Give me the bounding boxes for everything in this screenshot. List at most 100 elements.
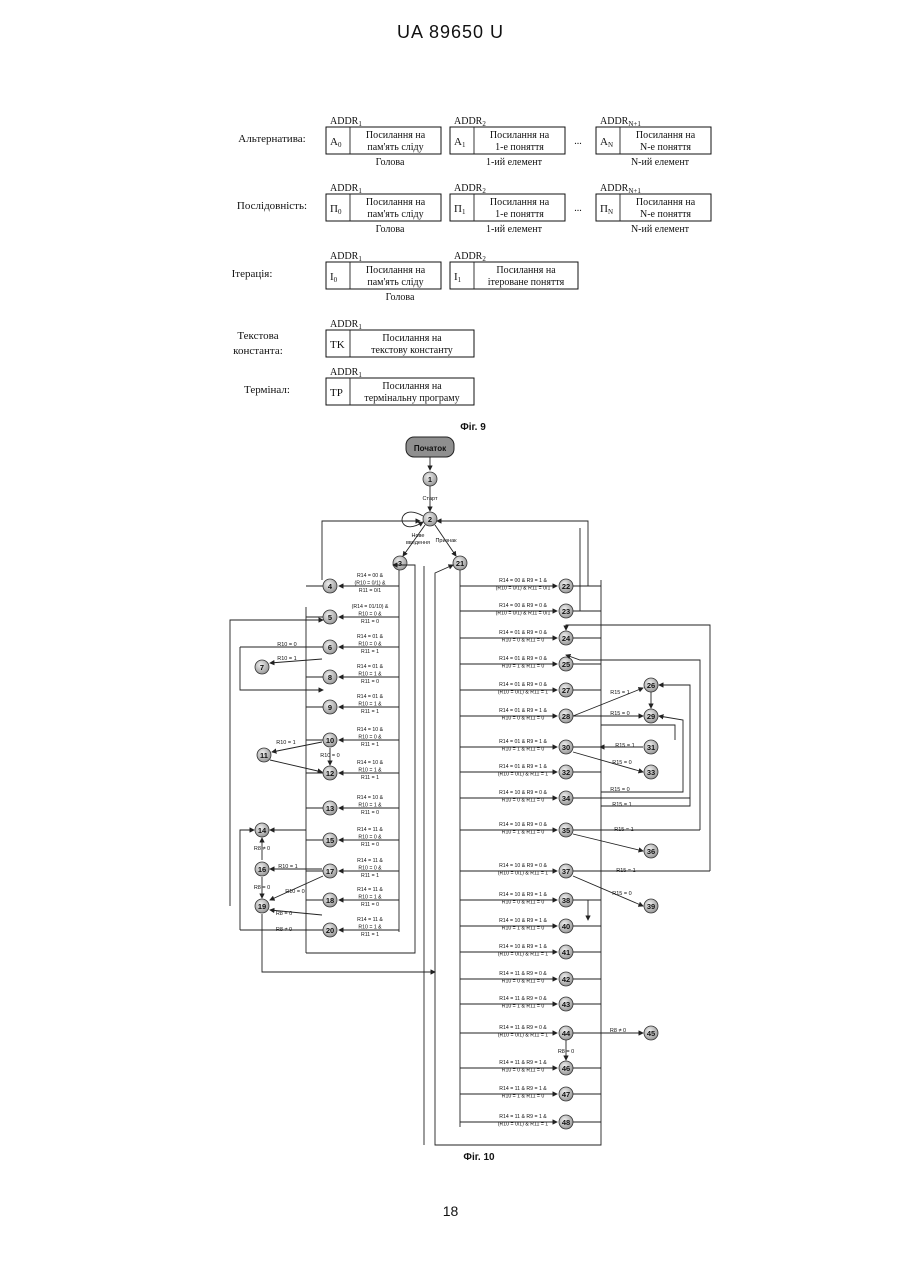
branch-label: R8 = 0 — [276, 911, 292, 917]
flow-node: 29 — [644, 709, 658, 723]
return-path — [322, 521, 420, 580]
flow-node-label: 12 — [326, 769, 334, 778]
edge-label: Старт — [423, 496, 438, 502]
branch-label: R8 ≠ 0 — [254, 846, 270, 852]
connector-path — [240, 647, 323, 690]
left-condition: R11 = 1 — [361, 873, 379, 879]
flow-node: 20 — [323, 923, 337, 937]
left-condition: R14 = 00 & — [357, 573, 384, 579]
fig9-row-label: Текстова — [237, 330, 278, 342]
connector-path — [601, 716, 683, 792]
flow-node-label: 24 — [562, 634, 571, 643]
branch-label: R8 ≠ 0 — [276, 927, 292, 933]
fig9-cell-caption: Голова — [376, 157, 405, 168]
self-loop — [402, 512, 423, 527]
connector-path — [240, 830, 254, 930]
flow-node-label: 22 — [562, 582, 570, 591]
flow-node-label: 36 — [647, 847, 655, 856]
fig9-cell-text: Посилання на — [490, 130, 550, 141]
flow-node: 40 — [559, 919, 573, 933]
flow-node: 14 — [255, 823, 269, 837]
fig9-row-label: Термінал: — [244, 384, 290, 396]
flow-node-label: 43 — [562, 1000, 570, 1009]
flow-node: 3 — [393, 556, 407, 570]
flow-node-label: 32 — [562, 768, 570, 777]
loop-path — [262, 914, 435, 972]
flow-node: 6 — [323, 640, 337, 654]
flow-node: 5 — [323, 610, 337, 624]
left-condition: R14 = 11 & — [357, 858, 383, 864]
branch-label: R8 = 0 — [254, 885, 270, 891]
right-condition: R14 = 01 & R9 = 0 & — [499, 682, 547, 688]
right-condition: R14 = 10 & R9 = 1 & — [499, 892, 547, 898]
flow-node: 24 — [559, 631, 573, 645]
branch-label: R15 = 1 — [612, 802, 631, 808]
left-condition: R11 = 0/1 — [359, 588, 381, 594]
left-condition: R14 = 01 & — [357, 694, 384, 700]
left-condition: R11 = 0 — [361, 810, 379, 816]
flow-node: 32 — [559, 765, 573, 779]
fig9-cell-text: Посилання на — [496, 265, 556, 276]
branch-label: R15 = 0 — [612, 760, 631, 766]
fig9-ellipsis: ... — [574, 203, 582, 214]
flow-node: 15 — [323, 833, 337, 847]
right-condition: R14 = 00 & R9 = 1 & — [499, 578, 547, 584]
fig9-cell-text: текстову константу — [371, 345, 453, 356]
fig9-addr-label: ADDRN+1 — [600, 116, 641, 128]
fig9-cell-text: Посилання на — [366, 130, 426, 141]
fig9-cell-text: пам'ять сліду — [367, 209, 423, 220]
right-condition: R14 = 11 & R9 = 0 & — [499, 1025, 547, 1031]
fig9-cell-caption: Голова — [376, 224, 405, 235]
flow-node: 44 — [559, 1026, 573, 1040]
flow-node: 41 — [559, 945, 573, 959]
fig9-addr-label: ADDR1 — [330, 319, 362, 331]
left-condition: R11 = 1 — [361, 932, 379, 938]
fig9-cell-text: Посилання на — [636, 130, 696, 141]
flow-node: 47 — [559, 1087, 573, 1101]
flow-node: 17 — [323, 864, 337, 878]
fig9-cell-caption: 1-ий елемент — [486, 224, 543, 235]
right-condition: R14 = 00 & R9 = 0 & — [499, 603, 547, 609]
branch-label: R10 = 0 — [285, 889, 304, 895]
fig9-addr-label: ADDR1 — [330, 251, 362, 263]
branch-label: R10 = 0 — [277, 642, 296, 648]
left-condition: R14 = 10 & — [357, 727, 384, 733]
flow-node: 18 — [323, 893, 337, 907]
flow-node-label: 6 — [328, 643, 332, 652]
fig9-addr-label: ADDR2 — [454, 116, 486, 128]
left-condition: R14 = 11 & — [357, 827, 383, 833]
fig9-row-label: Альтернатива: — [238, 133, 305, 145]
right-condition: R14 = 01 & R9 = 1 & — [499, 739, 547, 745]
fig9-cell-text: Посилання на — [636, 197, 696, 208]
right-condition: R14 = 10 & R9 = 0 & — [499, 822, 547, 828]
connector-path — [566, 625, 710, 871]
connector-path — [573, 900, 588, 920]
fig9-cell-text: N-е поняття — [640, 142, 691, 153]
flow-node-label: 26 — [647, 681, 655, 690]
flow-node-label: 11 — [260, 751, 268, 760]
fig9-cell-caption: N-ий елемент — [631, 224, 690, 235]
flow-node-label: 40 — [562, 922, 570, 931]
flow-node: 9 — [323, 700, 337, 714]
flow-node-label: 29 — [647, 712, 655, 721]
branch-label: R8 ≠ 0 — [610, 1028, 626, 1034]
flow-node-label: 34 — [562, 794, 571, 803]
flow-node: 31 — [644, 740, 658, 754]
branch-label: R10 = 1 — [277, 656, 296, 662]
flow-node-label: 19 — [258, 902, 266, 911]
flow-node: 1 — [423, 472, 437, 486]
fig9-addr-label: ADDR2 — [454, 183, 486, 195]
left-condition: R14 = 10 & — [357, 760, 384, 766]
left-condition: R11 = 0 — [361, 619, 379, 625]
flow-node: 8 — [323, 670, 337, 684]
edge-label: Нове — [412, 533, 425, 539]
fig9-cell-text: пам'ять сліду — [367, 142, 423, 153]
fig9-cell-text: Посилання на — [490, 197, 550, 208]
right-condition: R14 = 11 & R9 = 1 & — [499, 1060, 547, 1066]
flow-node: 36 — [644, 844, 658, 858]
left-condition: R14 = 01 & — [357, 634, 384, 640]
connector-line — [573, 834, 643, 851]
flow-node-label: 8 — [328, 673, 332, 682]
fig9-cell-code: TP — [330, 387, 343, 399]
flow-node-label: 33 — [647, 768, 655, 777]
